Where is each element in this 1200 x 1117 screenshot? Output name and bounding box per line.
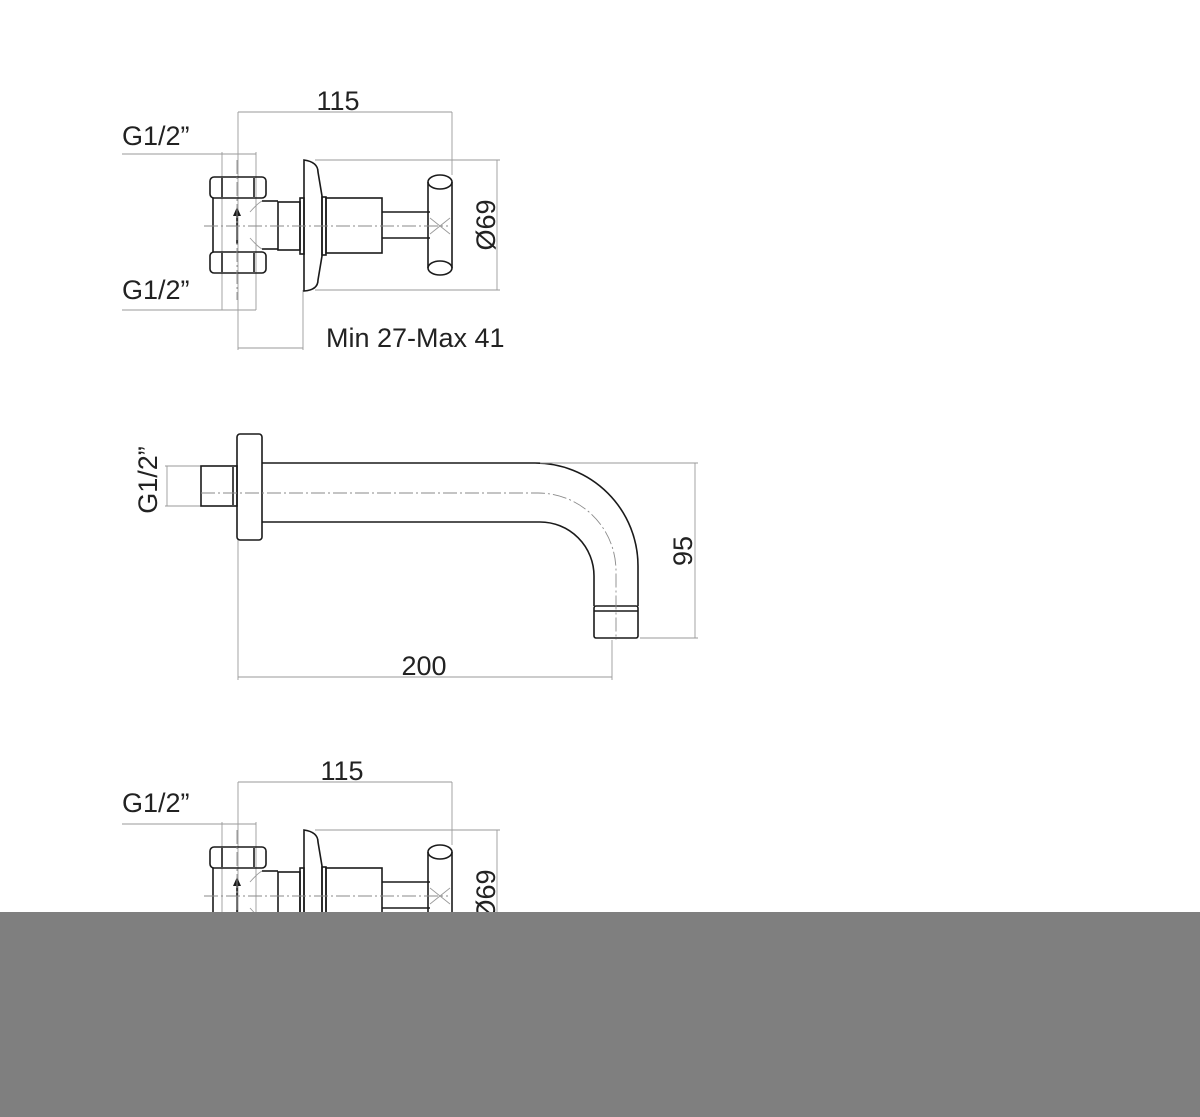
valve-top-inlet-bottom-label: G1/2” <box>122 275 190 305</box>
spout-connection-label: G1/2” <box>133 446 163 514</box>
valve-bottom-width-dim: 115 <box>320 756 363 786</box>
spout-height-dim: 95 <box>668 536 698 566</box>
spout-length-dim: 200 <box>401 651 446 681</box>
valve-top-width-dim: 115 <box>316 86 359 116</box>
valve-top-inlet-top-label: G1/2” <box>122 121 190 151</box>
valve-bottom-inlet-top-label: G1/2” <box>122 788 190 818</box>
spout-drawing <box>165 433 698 680</box>
gray-overlay-bar <box>0 912 1200 1117</box>
valve-top-diameter-dim: Ø69 <box>471 199 501 250</box>
valve-top-wall-range: Min 27-Max 41 <box>326 323 505 353</box>
